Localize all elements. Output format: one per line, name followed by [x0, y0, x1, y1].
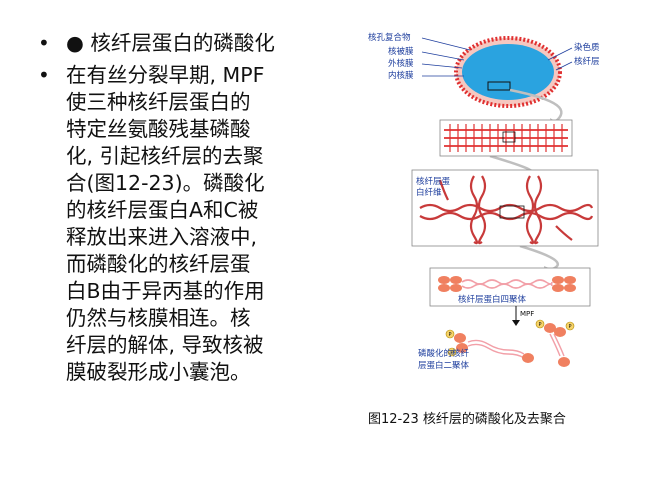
bullet-item-title: • ● 核纤层蛋白的磷酸化	[36, 30, 346, 57]
bullet-item-body: • 在有丝分裂早期, MPF 使三种核纤层蛋白的 特定丝氨酸残基磷酸 化, 引起…	[36, 62, 346, 386]
bullet-line: 纤层的解体, 导致核被	[66, 333, 264, 357]
mpf-step: MPF	[512, 306, 534, 326]
tetramer-panel: 核纤层蛋白四聚体	[429, 267, 591, 307]
label-mpf: MPF	[520, 310, 534, 318]
lamina-grid-panel	[439, 119, 573, 157]
bullet-line: 仍然与核膜相连。核	[66, 306, 251, 330]
bullet-line: 合(图12-23)。磷酸化	[66, 171, 265, 195]
label-nuclear-envelope: 核被膜	[388, 46, 414, 57]
label-lamin-fiber-2: 白纤维	[416, 187, 442, 198]
bullet-line: 释放出来进入溶液中,	[66, 225, 258, 249]
phospho-p: P	[538, 322, 541, 328]
bullet-line: 白B由于异丙基的作用	[66, 279, 265, 303]
bullet-marker: •	[38, 63, 50, 87]
phospho-p: P	[448, 332, 451, 338]
nucleus-labels: 核孔复合物 核被膜 外核膜 内核膜 染色质 核纤层	[368, 32, 600, 81]
bullet-line: ● 核纤层蛋白的磷酸化	[66, 31, 275, 55]
lamin-fiber-panel: 核纤层蛋 白纤维	[411, 169, 599, 247]
phospho-p: P	[568, 324, 571, 330]
nucleus-diagram	[454, 36, 562, 108]
label-inner-membrane: 内核膜	[388, 70, 414, 81]
bullet-list: • ● 核纤层蛋白的磷酸化 • 在有丝分裂早期, MPF 使三种核纤层蛋白的 特…	[36, 30, 346, 386]
bullet-line: 膜破裂形成小囊泡。	[66, 360, 251, 384]
bullet-line: 特定丝氨酸残基磷酸	[66, 117, 251, 141]
label-outer-membrane: 外核膜	[388, 58, 414, 69]
label-lamin-fiber-1: 核纤层蛋	[416, 176, 451, 187]
label-phospho-1: 磷酸化的核纤	[418, 348, 470, 359]
figure-caption: 图12-23 核纤层的磷酸化及去聚合	[368, 412, 566, 427]
label-chromatin: 染色质	[574, 42, 600, 53]
bullet-line: 而磷酸化的核纤层蛋	[66, 252, 251, 276]
bullet-line: 的核纤层蛋白A和C被	[66, 198, 259, 222]
label-nuclear-pore: 核孔复合物	[368, 32, 411, 43]
label-tetramer: 核纤层蛋白四聚体	[458, 294, 527, 305]
nucleus-leader-lines	[421, 37, 573, 77]
label-phospho-2: 层蛋白二聚体	[418, 360, 470, 371]
label-lamina: 核纤层	[574, 56, 600, 67]
lamina-phosphorylation-figure: 核孔复合物 核被膜 外核膜 内核膜 染色质 核纤层	[368, 32, 600, 371]
phospho-p: P	[450, 350, 453, 356]
bullet-marker: •	[38, 31, 50, 55]
bullet-line: 使三种核纤层蛋白的	[66, 90, 251, 114]
bullet-line: 化, 引起核纤层的去聚	[66, 144, 264, 168]
bullet-line: 在有丝分裂早期, MPF	[66, 63, 265, 87]
phospho-dimers: P P P P 磷酸化的核纤 层蛋白二聚体	[418, 319, 575, 371]
